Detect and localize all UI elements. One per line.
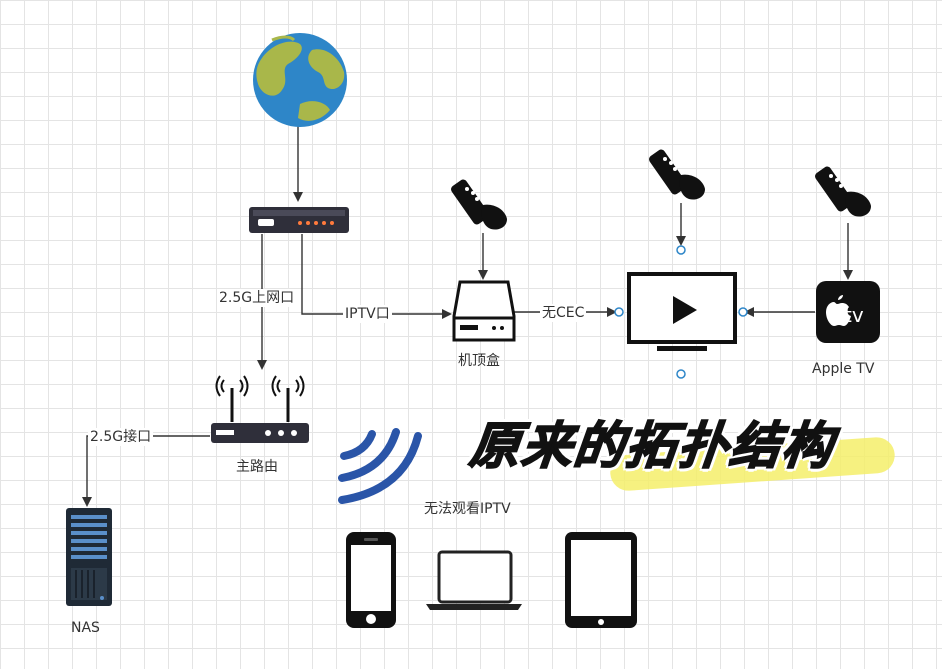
set-top-box-icon [452,280,516,342]
router-icon [211,375,309,443]
remote-icon [649,149,705,200]
lan-port-label: 2.5G接口 [88,428,154,446]
nas-icon [66,508,112,606]
iptv-port-label: IPTV口 [343,305,392,323]
no-cec-label: 无CEC [540,304,587,322]
modem-to-stb-line [301,234,452,319]
phone-icon [346,532,396,628]
router-to-nas-line [82,435,210,507]
apple-tv-caption: Apple TV [812,361,875,377]
apple-tv-logo-text: tv [844,303,864,327]
modem-icon [249,207,349,233]
no-iptv-caption: 无法观看IPTV [424,501,511,517]
remote-icon [815,166,871,217]
laptop-icon [426,550,522,610]
headline-title: 原来的拓扑结构 [466,416,838,476]
tv-icon [614,245,748,379]
main-router-caption: 主路由 [236,459,278,475]
apple-tv-icon [816,281,880,343]
nas-caption: NAS [71,620,100,636]
set-top-box-caption: 机顶盒 [458,353,500,369]
wifi-icon [338,428,422,504]
tablet-icon [565,532,637,628]
globe-icon [253,33,347,127]
wan-port-label: 2.5G上网口 [217,289,297,307]
remote-icon [451,179,507,230]
